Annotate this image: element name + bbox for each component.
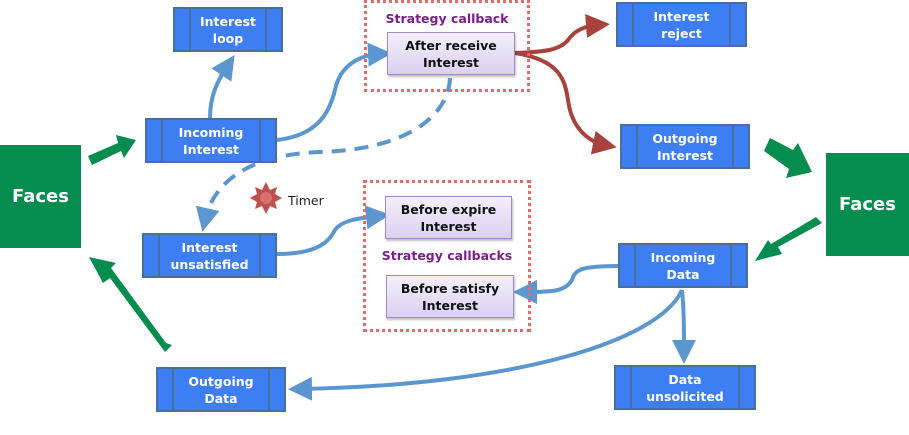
arrow-incoming-data-to-unsolicited (671, 289, 696, 364)
arrow-faces-to-incoming-data (755, 217, 822, 261)
node-data-unsolicited: Data unsolicited (614, 365, 756, 410)
node-label: Outgoing Interest (652, 130, 718, 163)
arrow-after-receive-to-unsatisfied (195, 77, 452, 232)
arrow-outgoing-data-to-faces (89, 257, 172, 352)
faces-left-label: Faces (12, 186, 69, 207)
arrow-unsatisfied-to-before-expire (276, 205, 390, 256)
strategy-callback-group-top (364, 0, 530, 92)
arrow-after-receive-to-reject (514, 13, 610, 55)
node-interest-unsatisfied: Interest unsatisfied (142, 233, 277, 278)
node-label: Outgoing Data (188, 373, 254, 406)
node-label: Incoming Data (650, 249, 716, 282)
faces-left: Faces (0, 145, 81, 248)
arrow-after-receive-to-outgoing-interest (514, 51, 617, 155)
arrow-faces-to-incoming-interest (88, 135, 136, 165)
callback-after-receive-interest: After receive Interest (387, 32, 515, 75)
arrow-incoming-data-to-outgoing-data (288, 289, 684, 401)
strategy-callback-label-top: Strategy callback (385, 11, 509, 26)
faces-right: Faces (826, 153, 909, 256)
arrow-outgoing-interest-to-faces (764, 138, 812, 178)
node-incoming-interest: Incoming Interest (145, 118, 277, 163)
node-interest-loop: Interest loop (173, 7, 283, 52)
timer-label: Timer (288, 193, 324, 208)
faces-right-label: Faces (839, 194, 896, 215)
arrow-incoming-to-interest-loop (208, 55, 235, 119)
callback-before-satisfy-interest: Before satisfy Interest (386, 275, 514, 318)
strategy-callback-group-bottom (363, 180, 531, 332)
node-label: Data unsolicited (646, 371, 724, 404)
node-label: Interest unsatisfied (170, 239, 249, 272)
starburst-icon (250, 182, 282, 214)
node-interest-reject: Interest reject (616, 2, 747, 47)
node-label: Incoming Interest (178, 124, 244, 157)
callback-before-expire-interest: Before expire Interest (385, 196, 512, 239)
node-label: Interest loop (199, 13, 257, 46)
node-outgoing-data: Outgoing Data (156, 367, 286, 412)
node-label: Interest reject (653, 8, 710, 41)
strategy-callback-label-bottom: Strategy callbacks (381, 248, 513, 263)
arrow-incoming-to-after-receive (276, 42, 392, 142)
node-incoming-data: Incoming Data (618, 243, 748, 288)
node-outgoing-interest: Outgoing Interest (620, 124, 750, 169)
arrow-incoming-data-to-before-satisfy (513, 264, 619, 304)
